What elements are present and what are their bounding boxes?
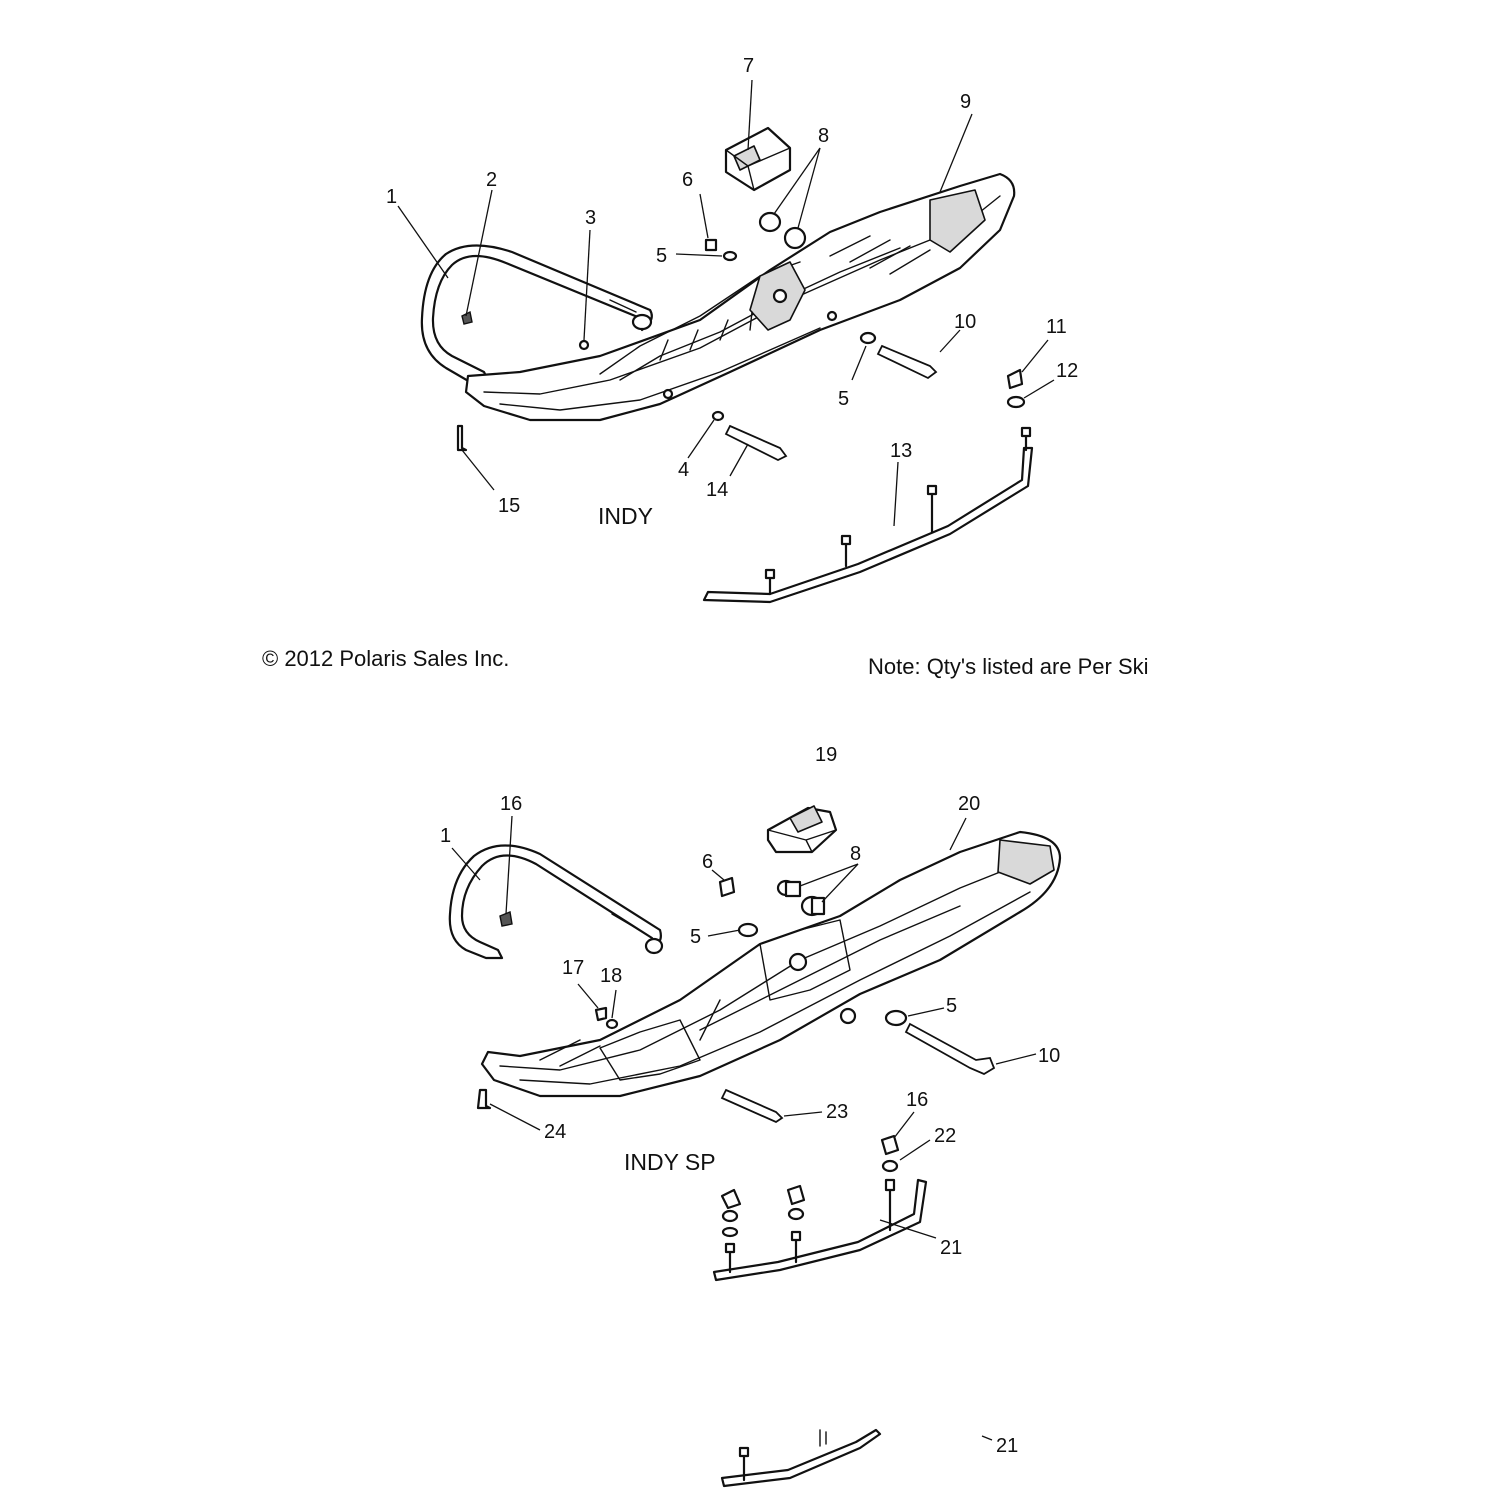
callout-8-sp: 8	[850, 843, 861, 865]
leaders-indy	[397, 79, 1055, 527]
bushings	[758, 211, 807, 250]
callout-6-sp: 6	[702, 851, 713, 873]
bushings-sp	[776, 879, 826, 917]
callout-7: 7	[743, 55, 754, 77]
caption-indy-sp: INDY SP	[624, 1149, 716, 1175]
ski-loop-handle	[420, 244, 653, 384]
callout-12: 12	[1056, 360, 1078, 382]
callout-16b-sp: 16	[906, 1089, 928, 1111]
callout-14: 14	[706, 479, 728, 501]
ski-loop-handle-sp	[448, 844, 664, 960]
cropped-runner-fragment: 21	[720, 1428, 1018, 1488]
indy-sp-assembly: 19 16 20 1 8 6 5 17 18 5 10 23 16 24 22 …	[440, 744, 1062, 1282]
callout-20: 20	[958, 793, 980, 815]
callout-21-cropped: 21	[996, 1435, 1018, 1457]
caption-indy: INDY	[598, 503, 653, 529]
callout-23: 23	[826, 1101, 848, 1123]
callout-1-sp: 1	[440, 825, 451, 847]
callout-5b: 5	[838, 388, 849, 410]
callout-6: 6	[682, 169, 693, 191]
callout-4: 4	[678, 459, 689, 481]
carbide-runner-indy-sp	[712, 1134, 928, 1282]
copyright: © 2012 Polaris Sales Inc.	[262, 646, 509, 671]
callout-10-sp: 10	[1038, 1045, 1060, 1067]
callout-19: 19	[815, 744, 837, 766]
ski-body-indy	[464, 172, 1016, 422]
callout-16: 16	[500, 793, 522, 815]
callout-11: 11	[1046, 316, 1067, 338]
callout-5: 5	[656, 245, 667, 267]
spindle-saddle-sp	[766, 805, 838, 854]
callout-24: 24	[544, 1121, 566, 1143]
ski-body-indy-sp	[480, 830, 1062, 1098]
callout-13: 13	[890, 440, 912, 462]
callout-18: 18	[600, 965, 622, 987]
callout-3: 3	[585, 207, 596, 229]
indy-assembly: 7 9 8 2 6 1 3 5 10 11 12 5 13 4 14 15 IN…	[386, 55, 1078, 604]
callout-22: 22	[934, 1125, 956, 1147]
callout-21: 21	[940, 1237, 962, 1259]
callout-9: 9	[960, 91, 971, 113]
callout-8: 8	[818, 125, 829, 147]
qty-note: Note: Qty's listed are Per Ski	[868, 654, 1149, 679]
callout-5b-sp: 5	[946, 995, 957, 1017]
leaders-indy-sp	[451, 815, 1037, 1239]
callout-5-sp: 5	[690, 926, 701, 948]
callout-1: 1	[386, 186, 397, 208]
callout-15: 15	[498, 495, 520, 517]
spindle-saddle	[724, 126, 792, 192]
callout-10: 10	[954, 311, 976, 333]
callout-2: 2	[486, 169, 497, 191]
hardware-indy-sp	[476, 876, 996, 1124]
hardware-indy	[456, 238, 1026, 462]
callout-17: 17	[562, 957, 584, 979]
carbide-runner-indy	[702, 426, 1034, 604]
